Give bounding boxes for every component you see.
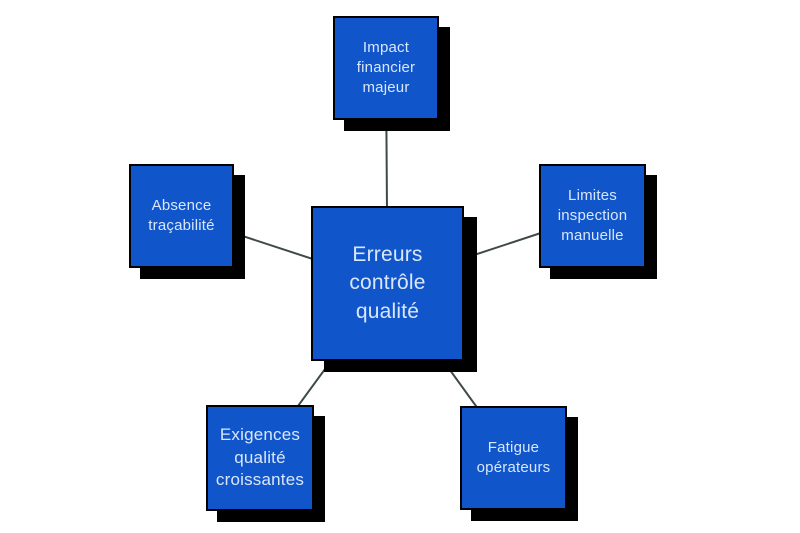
node-erreurs-controle-qualite: Erreurs contrôle qualité xyxy=(311,206,464,361)
node-label: Exigences qualité croissantes xyxy=(215,424,305,490)
node-label: Absence traçabilité xyxy=(148,196,215,234)
node-label: Impact financier majeur xyxy=(356,38,416,97)
node-absence-tracabilite: Absence traçabilité xyxy=(129,164,234,268)
node-label: Erreurs contrôle qualité xyxy=(349,242,426,323)
node-label: Fatigue opérateurs xyxy=(476,438,551,476)
node-fatigue-operateurs: Fatigue opérateurs xyxy=(460,406,567,510)
node-impact-financier-majeur: Impact financier majeur xyxy=(333,16,439,120)
node-label: Limites inspection manuelle xyxy=(557,186,628,245)
node-limites-inspection-manuelle: Limites inspection manuelle xyxy=(539,164,646,268)
node-exigences-qualite-croissantes: Exigences qualité croissantes xyxy=(206,405,314,511)
